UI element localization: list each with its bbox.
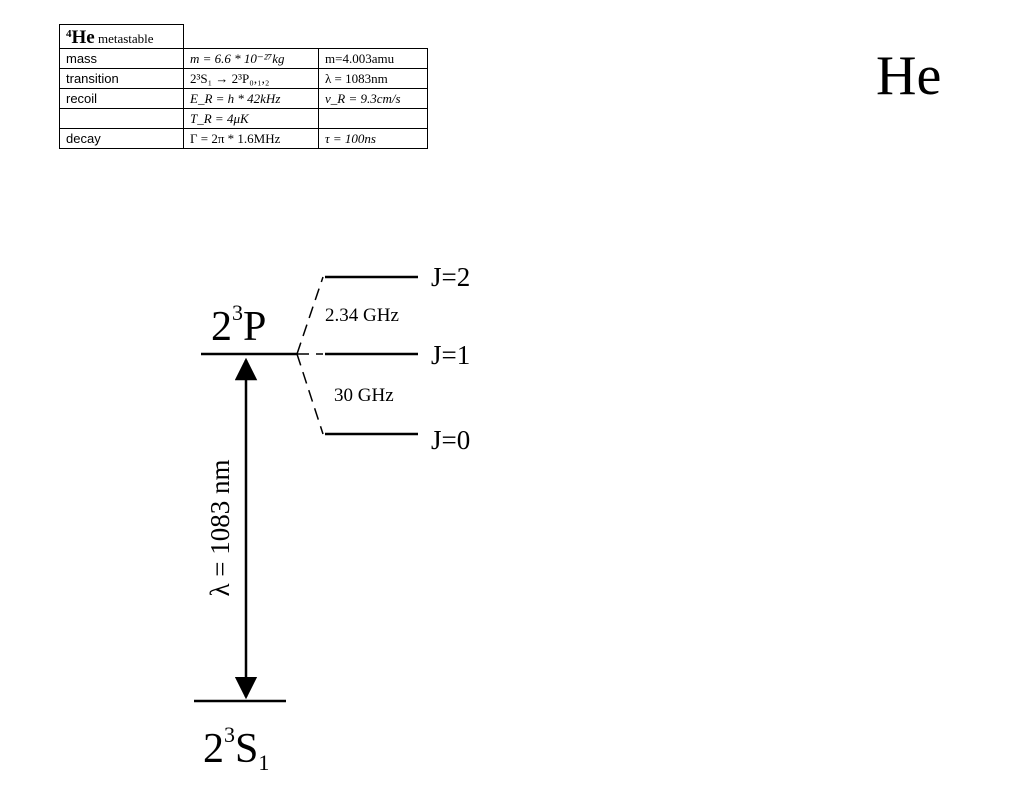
caption-state: metastable (97, 31, 154, 46)
row-value: τ = 100ns (318, 128, 428, 149)
properties-table: 4He metastable mass m = 6.6 * 10⁻²⁷kg m=… (59, 24, 428, 149)
row-value: T_R = 4μK (183, 108, 319, 129)
caption-mass-number: 4 (66, 28, 72, 40)
page-title: He (876, 45, 942, 107)
row-value: Γ = 2π * 1.6MHz (183, 128, 319, 149)
connector-j2 (296, 276, 324, 355)
table-caption-row: 4He metastable (59, 24, 428, 49)
wavelength-label: λ = 1083 nm (205, 459, 235, 597)
sublevel-label-j0: J=0 (431, 425, 471, 455)
table-caption: 4He metastable (59, 24, 184, 49)
splitting-label-upper: 2.34 GHz (325, 305, 399, 326)
table-row: decay Γ = 2π * 1.6MHz τ = 100ns (59, 128, 428, 149)
row-value: E_R = h * 42kHz (183, 88, 319, 109)
table-row: T_R = 4μK (59, 108, 428, 129)
lower-level-label: 23S1 (203, 722, 270, 775)
sublevel-label-j1: J=1 (431, 340, 471, 370)
upper-level-label: 23P (211, 300, 267, 350)
table-row: mass m = 6.6 * 10⁻²⁷kg m=4.003amu (59, 48, 428, 69)
row-value: λ = 1083nm (318, 68, 428, 89)
sublevel-label-j2: J=2 (431, 262, 471, 292)
row-label: decay (59, 128, 184, 149)
energy-level-diagram (194, 275, 418, 703)
caption-element: He (71, 27, 95, 48)
connector-j0 (296, 353, 324, 435)
table-row: recoil E_R = h * 42kHz v_R = 9.3cm/s (59, 88, 428, 109)
row-label: transition (59, 68, 184, 89)
splitting-label-lower: 30 GHz (334, 385, 394, 406)
